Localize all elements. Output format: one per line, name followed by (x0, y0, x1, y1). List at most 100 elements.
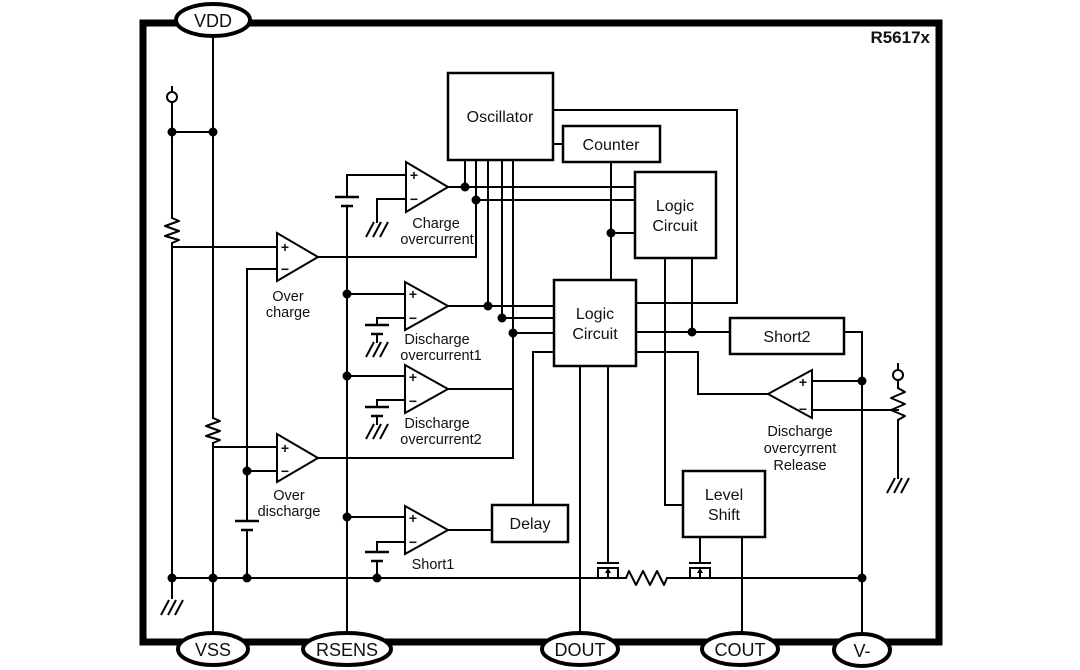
short2-label: Short2 (763, 329, 810, 346)
pin-oval (301, 631, 393, 667)
ground-symbol (365, 423, 389, 440)
comparator-label: overcurrent1 (400, 348, 481, 364)
junction-dot (242, 466, 252, 476)
counter-block: Counter (561, 124, 662, 164)
comparator-symbol (405, 160, 450, 214)
pin-vss: VSS (176, 631, 250, 667)
comparator-label: Discharge (404, 332, 469, 348)
pin-oval (700, 631, 780, 667)
comparator-label: discharge (258, 504, 321, 520)
junction-dot (508, 328, 518, 338)
resistor-external-vminus (890, 387, 906, 421)
discharge-overcurrent2-comparator: + − Discharge overcurrent2 (400, 363, 482, 448)
nmos-symbol (597, 562, 619, 579)
pin-dout: DOUT (540, 631, 620, 667)
pin-label: V- (853, 641, 870, 661)
junction-dot (687, 327, 697, 337)
junction-dot (208, 573, 218, 583)
junction-dot (342, 289, 352, 299)
resistor-vdd-divider-top (164, 217, 180, 244)
resistor-between-mosfets (625, 570, 668, 586)
delay-label: Delay (510, 516, 551, 533)
pin-label: VSS (195, 640, 231, 660)
junction-dot (208, 127, 218, 137)
comparator-symbol (404, 363, 451, 415)
battery-symbol (365, 405, 389, 418)
level-shift-label-1: Level (705, 487, 743, 504)
counter-label: Counter (583, 137, 641, 154)
plus-input: + (410, 167, 418, 183)
pin-oval (174, 2, 252, 38)
pin-oval (176, 631, 250, 667)
comparator-symbol (765, 368, 813, 420)
comparator-label: Discharge (404, 416, 469, 432)
logic-circuit-mid-block: Logic Circuit (552, 278, 638, 368)
plus-input: + (409, 286, 417, 302)
logic-top-label-2: Circuit (652, 218, 698, 235)
plus-input: + (799, 374, 807, 390)
ground-symbol (365, 341, 389, 358)
plus-input: + (409, 369, 417, 385)
comparator-label: overcurrent2 (400, 432, 481, 448)
comparator-label: Discharge (767, 424, 832, 440)
logic-mid-label-1: Logic (576, 306, 614, 323)
junction-dot (857, 376, 867, 386)
junction-dot (342, 512, 352, 522)
logic-mid-label-2: Circuit (572, 326, 618, 343)
minus-input: − (799, 401, 807, 417)
logic-circuit-top-box (633, 170, 718, 260)
minus-input: − (409, 534, 417, 550)
pin-cout: COUT (700, 631, 780, 667)
circuit-wires (171, 35, 899, 635)
comparator-symbol (404, 504, 451, 556)
ic-boundary-frame (139, 19, 943, 646)
junction-dot (167, 127, 177, 137)
battery-symbol (365, 323, 389, 336)
minus-input: − (409, 310, 417, 326)
pin-label: DOUT (555, 640, 606, 660)
level-shift-label-2: Shift (708, 507, 741, 524)
minus-input: − (410, 191, 418, 207)
junction-dot (242, 573, 252, 583)
comparator-symbol (276, 231, 320, 283)
oscillator-box (446, 71, 555, 162)
comparator-label: Over (272, 289, 304, 305)
discharge-overcurrent1-comparator: + − Discharge overcurrent1 (400, 280, 482, 364)
comparator-symbol (276, 432, 320, 484)
battery-symbol (335, 195, 359, 208)
junction-dots (167, 127, 867, 583)
pin-vminus: V- (832, 632, 892, 668)
junction-dot (606, 228, 616, 238)
minus-input: − (281, 463, 289, 479)
comparator-label: Over (273, 488, 305, 504)
comparator-label: charge (266, 305, 310, 321)
part-number-label: R5617x (870, 28, 930, 47)
external-terminal-icon (166, 91, 178, 103)
pin-rsens: RSENS (301, 631, 393, 667)
oscillator-block: Oscillator (446, 71, 555, 162)
nmos-symbol (689, 562, 711, 579)
short2-box (728, 316, 846, 356)
comparator-label: overcyrrent (764, 441, 837, 457)
pin-vdd: VDD (174, 2, 252, 38)
short1-comparator: + − Short1 (404, 504, 454, 573)
minus-input: − (409, 393, 417, 409)
ground-symbol (160, 599, 184, 616)
minus-input: − (281, 261, 289, 277)
comparator-label: overcurrent (400, 232, 473, 248)
short2-block: Short2 (728, 316, 846, 356)
pin-label: COUT (715, 640, 766, 660)
plus-input: + (281, 440, 289, 456)
resistor-vdd-divider-bottom (205, 417, 221, 444)
charge-overcurrent-comparator: + − Charge overcurrent (400, 160, 474, 248)
junction-dot (342, 371, 352, 381)
pin-oval (540, 631, 620, 667)
junction-dot (372, 573, 382, 583)
plus-input: + (281, 239, 289, 255)
junction-dot (497, 313, 507, 323)
pin-oval (832, 632, 892, 668)
logic-circuit-top-block: Logic Circuit (633, 170, 718, 260)
over-discharge-comparator: + − Over discharge (258, 432, 321, 520)
battery-symbol (235, 519, 259, 532)
